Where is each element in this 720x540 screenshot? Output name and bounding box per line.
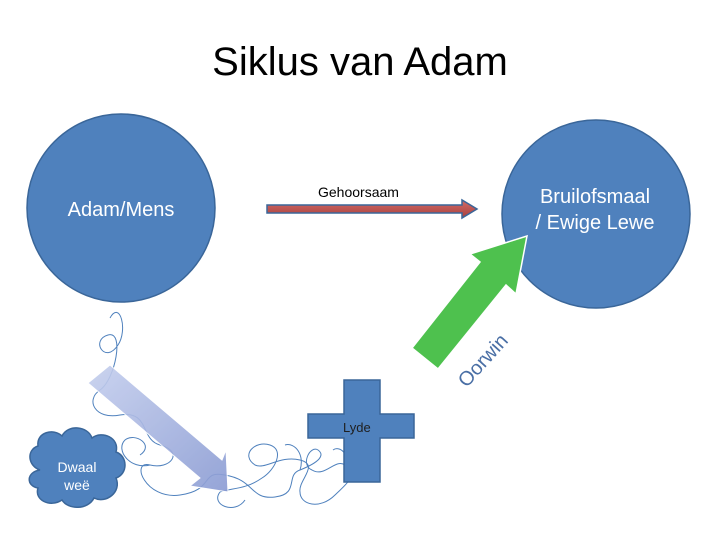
- gehoorsaam-label: Gehoorsaam: [318, 184, 399, 200]
- lyde-label: Lyde: [343, 420, 371, 435]
- adam-label: Adam/Mens: [67, 199, 175, 221]
- wandering-path: [92, 311, 352, 505]
- oorwin-arrow: [410, 234, 528, 371]
- gehoorsaam-arrow: [266, 198, 479, 220]
- dwaal-label-line2: weë: [64, 477, 90, 493]
- bruilof-label: Bruilofsmaal / Ewige Lewe: [520, 184, 670, 236]
- bruilof-label-line1: Bruilofsmaal: [539, 186, 651, 208]
- bruilof-label-line2: / Ewige Lewe: [535, 212, 655, 234]
- dwaal-cloud: [28, 427, 126, 508]
- dwaal-label-line1: Dwaal: [57, 459, 97, 475]
- wandering-path-branch: [121, 437, 347, 508]
- dwaal-label: Dwaal weë: [44, 458, 110, 494]
- bruilof-circle: [501, 119, 691, 309]
- lyde-cross: [307, 379, 415, 483]
- page-title: Siklus van Adam: [212, 40, 508, 84]
- adam-circle: [26, 113, 216, 303]
- wandering-arrow: [87, 364, 229, 493]
